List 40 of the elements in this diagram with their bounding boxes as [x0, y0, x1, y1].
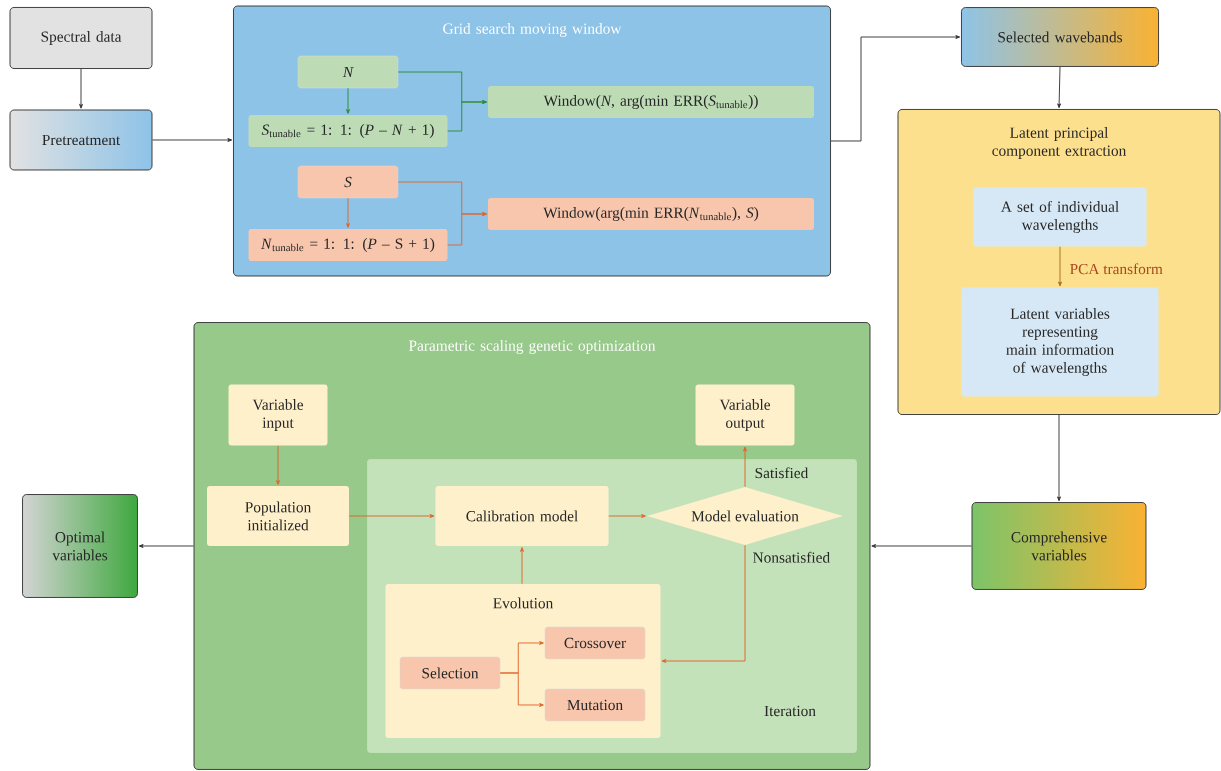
- process-box: Crossover: [544, 626, 646, 660]
- arrow: [608, 514, 646, 518]
- arrow: [152, 138, 233, 142]
- arrow: [447, 212, 487, 246]
- process-box: Pretreatment: [9, 109, 153, 171]
- arrow: [661, 544, 746, 663]
- parameter-box: N: [297, 55, 399, 89]
- process-box: Population initialized: [207, 486, 349, 546]
- formula-box: N$_{tunable}$ = 1: 1: (P – S + 1): [248, 229, 448, 261]
- formula-box: Window(arg(min ERR(N$_{tunable}$), S): [488, 198, 814, 230]
- process-box: Selection: [399, 656, 501, 690]
- edge-label: Nonsatisfied: [751, 550, 832, 565]
- formula-box: S$_{tunable}$ = 1: 1: (P – N + 1): [248, 115, 448, 147]
- arrow: [830, 35, 961, 142]
- arrow: [520, 547, 524, 585]
- process-box: Latent variables representing main information of wavelengths: [961, 287, 1159, 397]
- process-box: Variable input: [228, 384, 328, 446]
- arrow: [348, 514, 435, 518]
- process-box: Mutation: [544, 688, 646, 722]
- arrow: [276, 445, 280, 485]
- arrow: [346, 87, 350, 114]
- formula-box: Window(N, arg(min ERR(S$_{tunable}$)): [488, 86, 814, 118]
- process-box: Variable output: [695, 384, 795, 446]
- process-box: Optimal variables: [22, 494, 138, 598]
- arrow: [447, 100, 487, 132]
- process-box: Calibration model: [435, 486, 609, 546]
- parameter-box: S: [297, 165, 399, 199]
- arrow: [1057, 414, 1061, 502]
- arrow: [1058, 246, 1062, 287]
- arrow: [871, 544, 972, 548]
- process-box: Spectral data: [9, 7, 153, 69]
- process-box: Comprehensive variables: [971, 502, 1147, 590]
- arrow: [743, 446, 747, 488]
- arrow: [346, 197, 350, 228]
- process-box: Selected wavebands: [961, 7, 1159, 67]
- arrow: [499, 672, 544, 707]
- arrow: [79, 68, 83, 109]
- arrow: [138, 544, 194, 548]
- process-box: A set of individual wavelengths: [973, 187, 1147, 247]
- arrow: [1057, 66, 1062, 109]
